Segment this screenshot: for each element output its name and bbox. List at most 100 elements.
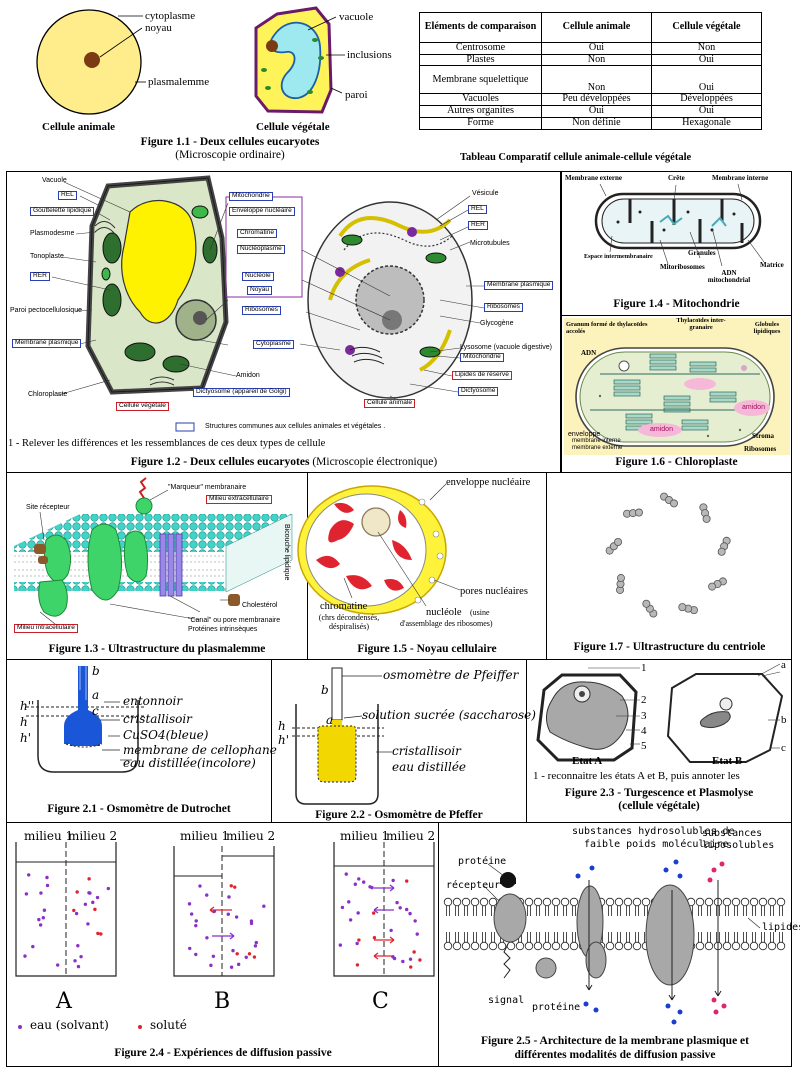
fig21-label-entonnoir: entonnoir	[123, 694, 183, 708]
lipid-head	[569, 897, 579, 907]
lipid-head	[758, 897, 768, 907]
fig16-label-stroma: Stroma	[752, 432, 775, 440]
diffusion-particle	[355, 963, 360, 967]
lipid-head	[443, 941, 453, 951]
fig15-label-chromatine: chromatine	[320, 601, 368, 612]
diffusion-particle	[38, 923, 43, 927]
diffusion-particle	[194, 919, 198, 923]
comparison-table: Eléments de comparaison Cellule animale …	[419, 12, 762, 130]
fig12-label-vacuole: Vacuole	[42, 177, 67, 184]
fig13-label-milieu-int: Milieu intracellulaire	[14, 624, 78, 633]
table-header-row: Eléments de comparaison Cellule animale …	[419, 12, 762, 43]
fig24-legend-solute: soluté	[150, 1018, 187, 1032]
diffusion-particle	[415, 932, 419, 936]
fig14-label-membrane-interne: Membrane interne	[712, 174, 769, 182]
fig12-label-paroi: Paroi pectocellulosique	[10, 307, 82, 314]
fig23-label-1: 1	[641, 662, 647, 674]
diffusion-particle	[87, 877, 91, 881]
fig12-label-lipides: Lipides de réserve	[452, 371, 512, 380]
fig23-label-5: 5	[641, 740, 647, 752]
table-cell: Oui	[541, 105, 652, 118]
fig14-label-matrice: Matrice	[760, 261, 784, 269]
fig21-label-b: b	[92, 664, 100, 678]
lipid-head	[551, 941, 561, 951]
fig15-label-enveloppe: enveloppe nucléaire	[446, 477, 531, 488]
diffusion-particle	[262, 904, 266, 908]
diffusion-particle	[412, 950, 416, 954]
fig21-label-a: a	[92, 688, 100, 702]
lipid-head	[704, 897, 714, 907]
fig11-caption-num: Figure 1.1 -	[140, 136, 197, 148]
fig16-label-enveloppe: enveloppe	[568, 431, 601, 438]
table-caption: Tableau Comparatif cellule animale-cellu…	[460, 152, 692, 163]
lipid-head	[632, 941, 642, 951]
lipid-head	[533, 897, 543, 907]
diffusion-particle	[247, 952, 252, 956]
diffusion-particle	[395, 900, 399, 905]
fig12-label-ribosomes: Ribosomes	[242, 306, 281, 315]
diffusion-particle	[24, 892, 29, 896]
fig24-milieu2-a: milieu 2	[68, 829, 118, 843]
lipid-head	[731, 941, 741, 951]
fig12-caption-num: Figure 1.2 -	[130, 456, 188, 468]
diffusion-particle	[76, 964, 81, 969]
centriole-microtubule	[717, 547, 726, 556]
table-header: Cellule végétale	[651, 12, 762, 43]
fig13-label-proteines: Protéines intrinsèques	[188, 626, 258, 633]
fig12-label-noyau: Noyau	[247, 286, 273, 295]
fig14-label-granules: Granules	[688, 249, 716, 257]
diffusion-particle	[371, 911, 376, 915]
diffusion-particle	[37, 917, 41, 922]
lipid-head	[641, 897, 651, 907]
fig24-milieu1-c: milieu 1	[340, 829, 390, 843]
fig21-label-cristallisoir: cristallisoir	[123, 712, 192, 726]
fig12-label-rer: RER	[30, 272, 50, 281]
fig24-caption-title: Expériences de diffusion passive	[173, 1047, 332, 1059]
diffusion-particle	[229, 965, 234, 969]
diffusion-particle	[86, 922, 90, 926]
fig12-label-mitochondrie: Mitochondrie	[229, 192, 273, 201]
fig25-label-lipo2: liposolubles	[702, 840, 775, 851]
fig23-label-3: 3	[641, 710, 647, 722]
fig12-label-tonoplaste: Tonoplaste	[30, 253, 64, 260]
fig25-label-faible: faible poids moléculaire	[584, 839, 729, 850]
fig12-label-nucleole: Nucléole	[242, 272, 274, 281]
fig24-milieu1-b: milieu 1	[180, 829, 230, 843]
diffusion-particle	[211, 954, 216, 958]
fig23-label-a: a	[781, 659, 786, 671]
centriole-microtubule	[634, 508, 643, 517]
fig14-label-espace: Espace intermembranaire	[584, 253, 653, 260]
fig23-question: 1 - reconnaitre les états A et B, puis a…	[533, 770, 740, 782]
diffusion-particle	[253, 944, 258, 948]
fig21-label-cuso4: CuSO4(bleue)	[123, 728, 209, 742]
fig12-label-lysosome: Lysosome (vacuole digestive)	[460, 344, 552, 351]
fig22-label-b: b	[321, 683, 329, 697]
fig25-caption-line2: différentes modalités de diffusion passi…	[514, 1049, 716, 1062]
fig21-label-h2: h''	[20, 699, 35, 713]
fig12-label-vesicule: Vésicule	[472, 190, 499, 197]
fig21-caption: Figure 2.1 - Osmomètre de Dutrochet	[8, 803, 270, 815]
fig12-label-mitochondrie-animal: Mitochondrie	[460, 353, 504, 362]
lipid-head	[533, 941, 543, 951]
diffusion-particle	[106, 886, 111, 891]
lipid-head	[614, 897, 624, 907]
fig24-legend-eau: eau (solvant)	[30, 1018, 109, 1032]
table-header: Eléments de comparaison	[419, 12, 542, 43]
fig22-label-osmometre: osmomètre de Pfeiffer	[383, 668, 519, 682]
diffusion-particle	[79, 954, 83, 959]
diffusion-particle	[236, 962, 241, 967]
fig22-label-cristallisoir: cristallisoir	[392, 744, 461, 758]
fig25-caption-line1: Figure 2.5 - Architecture de la membrane…	[481, 1035, 749, 1047]
fig12-label-glycogene: Glycogène	[480, 320, 514, 327]
diffusion-particle	[76, 944, 80, 948]
label-cytoplasme: cytoplasme	[145, 10, 196, 22]
diffusion-particle	[409, 965, 413, 969]
fig22-caption: Figure 2.2 - Osmomètre de Pfeffer	[272, 809, 526, 821]
lipid-head	[749, 941, 759, 951]
lipid-head	[515, 941, 525, 951]
